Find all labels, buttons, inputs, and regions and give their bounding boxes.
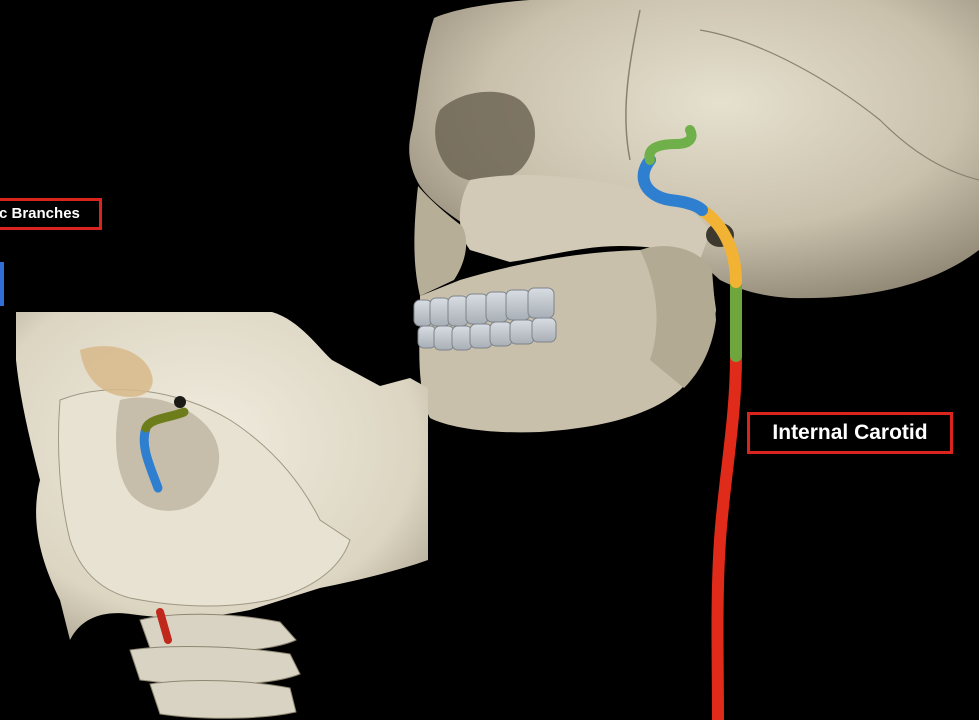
- skull-base-inset: [16, 312, 428, 718]
- carotid-cervical-segment: [718, 356, 737, 720]
- internal-carotid-label-text: Internal Carotid: [772, 421, 927, 444]
- inset-foramen: [174, 396, 186, 408]
- branches-label: c Branches: [0, 198, 102, 230]
- cervical-vertebrae: [130, 614, 300, 718]
- orbit: [435, 92, 535, 183]
- branches-label-text: c Branches: [0, 205, 86, 222]
- skull-illustration: [409, 0, 979, 432]
- blue-edge-marker: [0, 262, 4, 306]
- internal-carotid-label: Internal Carotid: [747, 412, 953, 454]
